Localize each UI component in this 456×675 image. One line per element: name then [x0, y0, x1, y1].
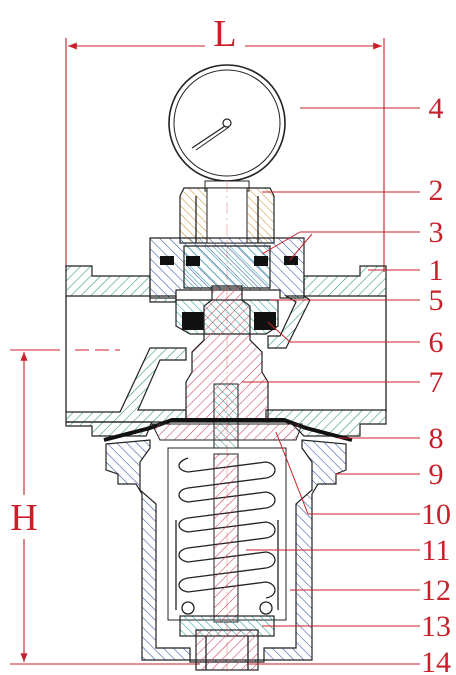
part-label-14: 14	[421, 646, 451, 675]
part-label-2: 2	[429, 174, 444, 207]
part-label-13: 13	[421, 610, 451, 643]
gauge-nut	[179, 187, 275, 244]
part-label-3: 3	[429, 216, 444, 249]
piston-head	[175, 299, 279, 335]
part-label-12: 12	[421, 574, 451, 607]
dimension-L-label: L	[213, 13, 236, 55]
part-label-11: 11	[422, 534, 451, 567]
part-label-9: 9	[429, 458, 444, 491]
leader-lines	[242, 107, 420, 665]
dimension-H-label: H	[10, 497, 37, 539]
part-label-7: 7	[429, 366, 444, 399]
part-label-4: 4	[429, 92, 444, 125]
pressure-gauge	[168, 64, 286, 192]
part-label-5: 5	[429, 284, 444, 317]
part-label-1: 1	[429, 254, 444, 287]
adjusting-rod	[213, 453, 239, 623]
part-label-6: 6	[429, 326, 444, 359]
part-number-labels: 4 2 3 1 5 6 7 8 9 10 11 12 13 14	[421, 92, 451, 675]
part-label-8: 8	[429, 422, 444, 455]
dimension-L: L	[65, 13, 385, 272]
part-label-10: 10	[421, 498, 451, 531]
dimension-H: H	[4, 349, 200, 665]
